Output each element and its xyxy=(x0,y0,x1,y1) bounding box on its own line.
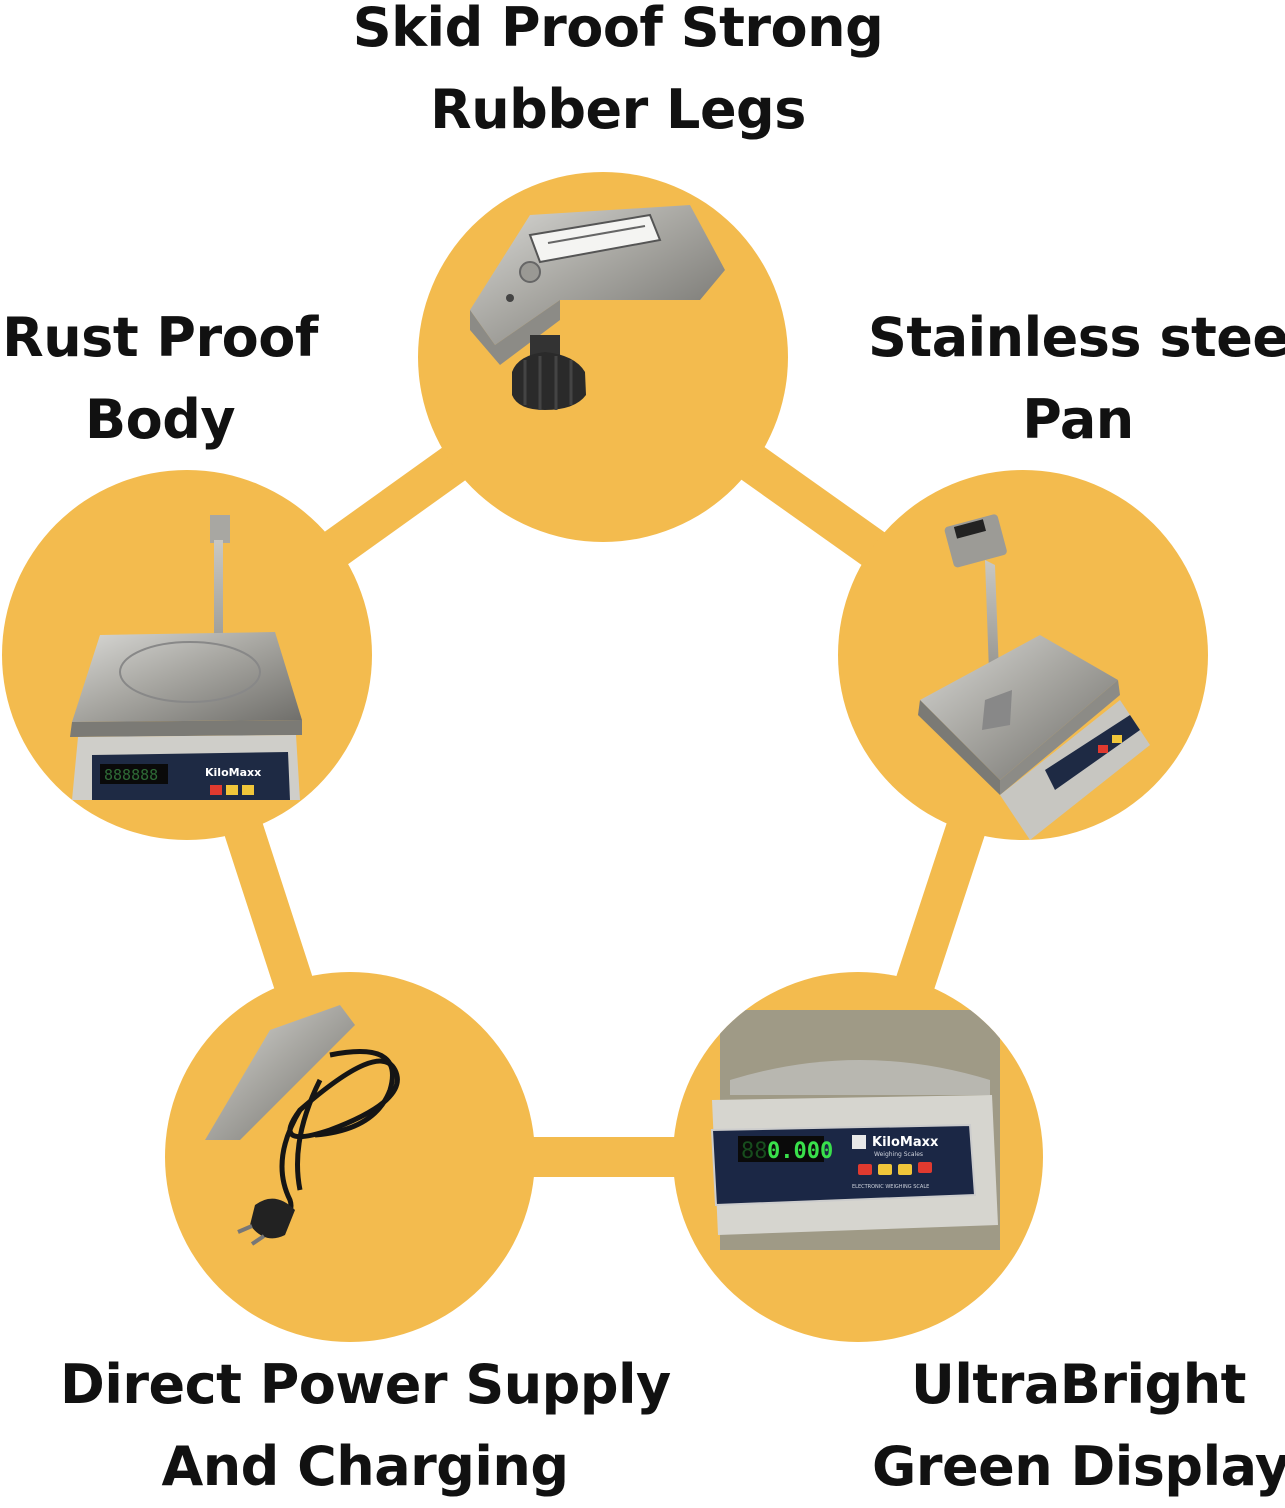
label-display: UltraBright Green Display xyxy=(872,1344,1285,1508)
scale-foot-image xyxy=(470,205,725,410)
svg-text:888888: 888888 xyxy=(104,766,158,784)
brand-name: KiloMaxx xyxy=(872,1135,939,1150)
label-pan-line2: Pan xyxy=(1022,388,1134,451)
label-power-line2: And Charging xyxy=(161,1435,569,1498)
label-pan-line1: Stainless steel xyxy=(868,306,1285,369)
label-power: Direct Power Supply And Charging xyxy=(60,1344,671,1508)
brand-tagline: Weighing Scales xyxy=(874,1151,923,1158)
label-pan: Stainless steel Pan xyxy=(868,297,1285,461)
display-panel-image: 0.000 88 KiloMaxx Weighing Scales ELECTR… xyxy=(710,1010,1000,1250)
svg-text:KiloMaxx: KiloMaxx xyxy=(205,766,261,779)
label-display-line1: UltraBright xyxy=(911,1353,1246,1416)
power-cord-image xyxy=(205,1005,400,1246)
scale-pole-image xyxy=(918,514,1150,840)
label-legs-line1: Skid Proof Strong xyxy=(352,0,884,59)
panel-label: ELECTRONIC WEIGHING SCALE xyxy=(852,1184,929,1190)
display-reading: 0.000 xyxy=(767,1139,833,1164)
label-display-line2: Green Display xyxy=(872,1435,1285,1498)
label-body-line2: Body xyxy=(84,388,236,451)
label-legs-line2: Rubber Legs xyxy=(430,78,806,141)
svg-text:88: 88 xyxy=(741,1139,768,1164)
label-power-line1: Direct Power Supply xyxy=(60,1353,671,1416)
label-body: Rust Proof Body xyxy=(0,297,320,461)
scale-body-image: 888888 KiloMaxx xyxy=(70,515,302,800)
label-body-line1: Rust Proof xyxy=(2,306,318,369)
label-legs: Skid Proof Strong Rubber Legs xyxy=(318,0,918,151)
